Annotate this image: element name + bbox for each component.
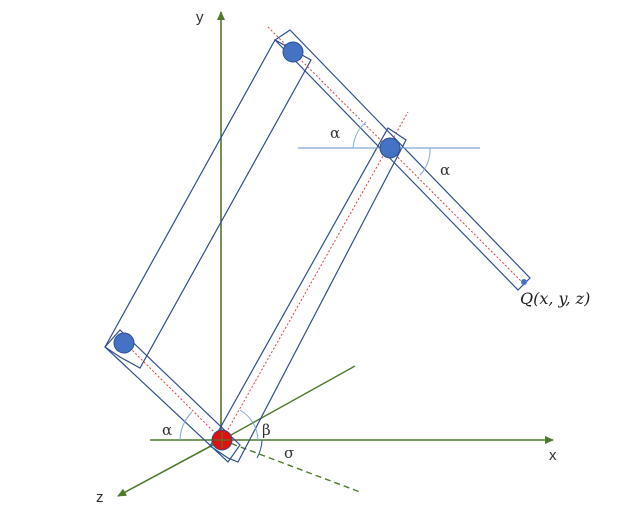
center-line-upper xyxy=(267,26,526,286)
point-q-label: Q(x, y, z) xyxy=(520,289,590,308)
end-effector-point xyxy=(521,279,527,285)
beta-label: β xyxy=(262,421,271,439)
center-line-bottom xyxy=(123,341,223,441)
alpha-arc-upper-left xyxy=(352,121,367,149)
projection-line xyxy=(221,365,356,441)
z-axis xyxy=(117,439,223,497)
z-axis-label: z xyxy=(96,489,104,506)
alpha-label-upper-right: α xyxy=(440,161,450,179)
joint-upper-right xyxy=(379,137,401,159)
link-bottom xyxy=(104,329,241,463)
link-top xyxy=(274,29,531,291)
link-left xyxy=(104,39,312,369)
joint-top-left xyxy=(282,41,304,63)
link-right xyxy=(209,127,407,463)
beta-arc xyxy=(239,409,259,441)
alpha-label-upper-left: α xyxy=(330,124,340,142)
joint-lower-left xyxy=(113,332,135,354)
alpha-label-base: α xyxy=(162,421,172,439)
sigma-arc xyxy=(256,439,263,459)
alpha-arc-base xyxy=(179,411,193,441)
sigma-label: σ xyxy=(284,444,294,462)
center-line-right xyxy=(221,111,409,441)
x-axis-label: x xyxy=(549,447,557,464)
y-axis-label: y xyxy=(196,9,204,26)
alpha-arc-upper-right xyxy=(419,147,431,176)
